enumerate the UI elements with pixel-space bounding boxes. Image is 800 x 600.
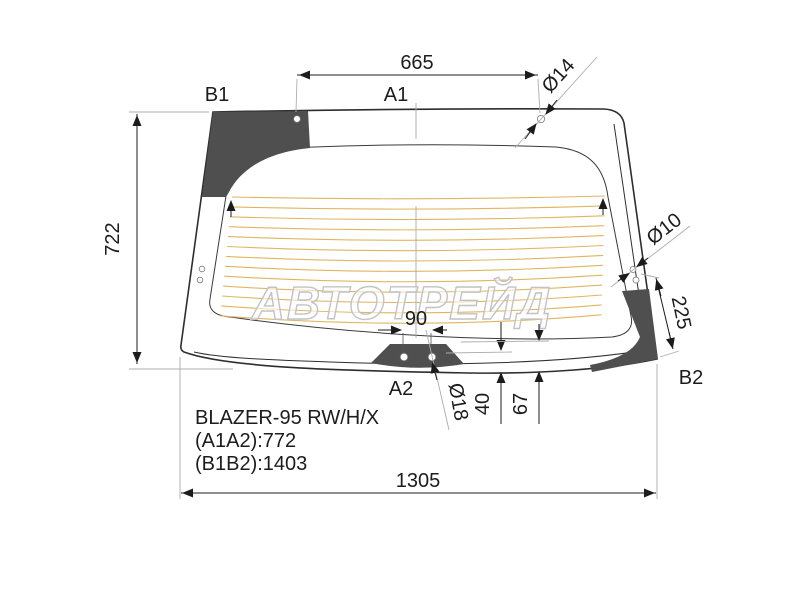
dim-label-665: 665 [400,52,433,74]
dim-label-o10: Ø10 [643,209,686,250]
dim-edge-offset-small: 40 [445,322,513,424]
dim-label-1305: 1305 [396,470,441,492]
watermark-text: АВТОТРЕЙД [251,277,553,329]
hole-top-left [293,115,301,123]
patch-center-hump [371,344,464,368]
defroster-line [225,264,603,272]
defroster-line [228,225,605,231]
defroster-line [227,244,604,252]
hole-right-edge-2 [632,276,640,284]
part-title: BLAZER-95 RW/H/X [195,407,379,429]
corner-label-b1: B1 [205,84,229,106]
defroster-line [230,205,605,210]
defroster-line [222,294,603,304]
dim-label-722: 722 [102,222,124,255]
hole-left-edge-2 [196,276,204,284]
dim-label-225: 225 [667,294,695,331]
corner-label-b2: B2 [679,367,703,389]
dim-bottom-width: 1305 [179,357,658,499]
dim-side-edge-length: 225 [640,273,695,358]
defroster-line [223,284,603,293]
busbar-arrows [226,198,608,217]
part-dim-b1b2: (B1B2):1403 [195,453,307,475]
defroster-line [231,195,606,200]
dim-label-40: 40 [472,393,494,415]
corner-label-a1: A1 [384,84,408,106]
defroster-line [224,274,603,283]
dim-label-90: 90 [405,308,427,330]
defroster-line [226,254,604,262]
hole-hump-left [399,352,409,362]
dim-label-67: 67 [510,393,532,415]
ceramic-patches [202,111,658,372]
defroster-line [220,314,602,324]
dim-label-o18: Ø18 [444,381,472,422]
defroster-line [229,215,605,221]
dim-label-o14: Ø14 [538,55,580,98]
corner-label-a2: A2 [389,378,413,400]
dim-top-holes-span: 665 [295,52,541,114]
glass-opening-line [209,144,633,340]
dim-top-hole-dia: Ø14 [514,55,598,149]
patch-top-left [202,111,310,197]
dim-glass-height: 722 [102,111,233,370]
dim-hump-hole-span: 90 [378,308,447,352]
dim-edge-offset-large: 67 [460,324,550,424]
defroster-line [221,304,602,314]
defroster-lines [220,195,606,324]
hole-left-edge-1 [198,265,206,273]
part-info-block: BLAZER-95 RW/H/X (A1A2):772 (B1B2):1403 [195,407,379,475]
patch-bottom-right [590,289,658,372]
part-dim-a1a2: (A1A2):772 [195,430,296,452]
